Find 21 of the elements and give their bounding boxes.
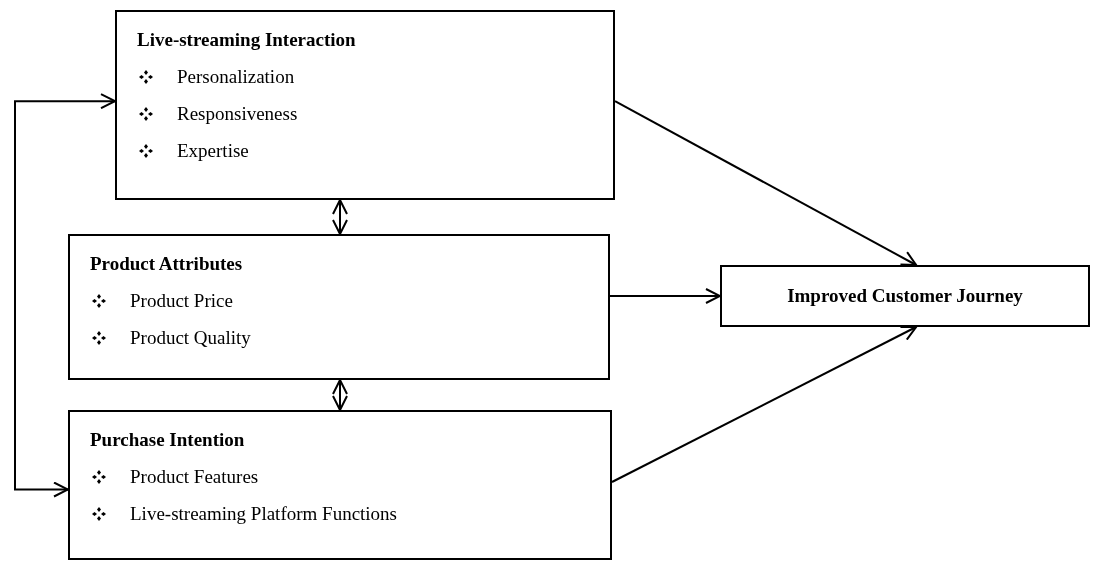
arrow <box>609 288 721 304</box>
list-item: Product Price <box>130 289 233 313</box>
factor-box <box>68 234 610 380</box>
list-item: Personalization <box>177 65 295 89</box>
list-item: Product Features <box>130 465 259 489</box>
list-item: Product Quality <box>130 326 251 350</box>
arrow <box>611 326 918 483</box>
box-heading: Improved Customer Journey <box>787 284 1023 308</box>
box-heading: Purchase Intention <box>90 428 246 452</box>
list-item: Expertise <box>177 139 249 163</box>
factor-box <box>68 410 612 560</box>
list-item: Responsiveness <box>177 102 298 126</box>
arrow <box>332 199 348 235</box>
arrow <box>332 379 348 411</box>
outcome-box <box>720 265 1090 327</box>
list-item: Live-streaming Platform Functions <box>130 502 397 526</box>
factor-box <box>115 10 615 200</box>
arrow <box>614 100 918 266</box>
box-heading: Live-streaming Interaction <box>137 28 357 52</box>
arrow <box>14 93 116 498</box>
box-heading: Product Attributes <box>90 252 244 276</box>
